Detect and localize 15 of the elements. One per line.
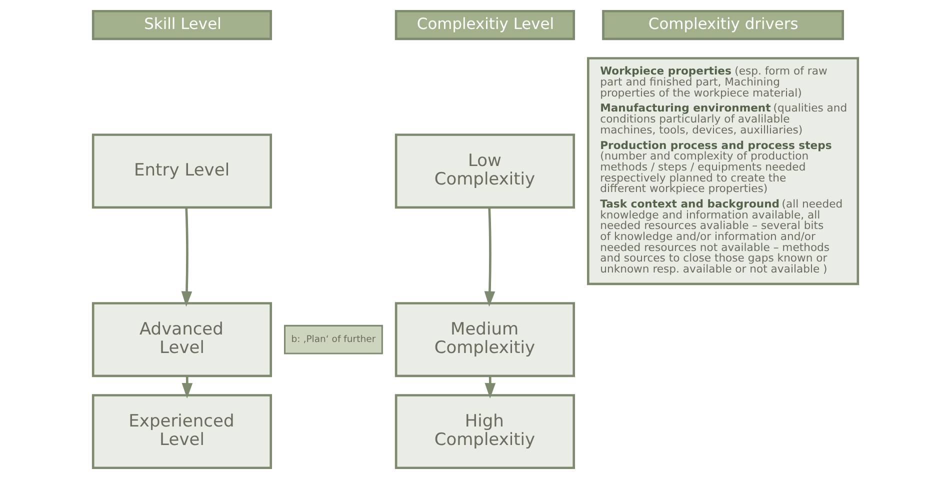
node-box: Complexitiy drivers <box>602 10 844 40</box>
node-box: Advanced Level <box>92 302 272 378</box>
node-box: Entry Level <box>92 134 272 209</box>
node-box: Low Complexitiy <box>394 134 576 209</box>
label: b: ‚Plan‘ of further <box>291 334 376 345</box>
node-box: High Complexitiy <box>394 394 576 470</box>
arrow <box>484 207 496 307</box>
node-box: Skill Level <box>92 10 272 40</box>
node-box: Complexitiy Level <box>394 10 576 40</box>
arrow <box>484 376 496 399</box>
node-box: Medium Complexitiy <box>394 302 576 378</box>
arrow <box>182 376 193 399</box>
node-box: Experienced Level <box>92 394 272 470</box>
node-box: Workpiece properties (esp. form of raw part and finished part, Machining properties of the workpiece material) Manufacturing environment (qualities and conditions particularly of avalilable machines, tools, devices, auxilliaries) Production process and process steps (number and complexity of production methods / steps / equipments needed respectively planned to create the different workpiece properties) Task context and background (all needed knowledge and information available, all needed resources avaliable – several bits of knowledge and/or information and/or needed resources not available – methods and sources to close those gaps known or unknown resp. available or not available ) <box>587 57 860 286</box>
arrow <box>181 207 192 307</box>
